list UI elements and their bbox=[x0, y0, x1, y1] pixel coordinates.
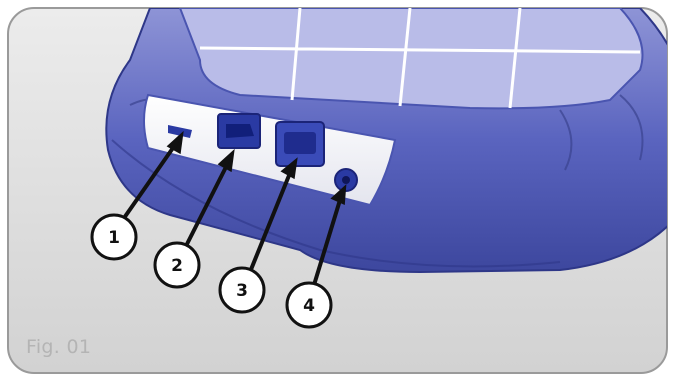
callout-3-number: 3 bbox=[236, 281, 248, 301]
drive-bumper bbox=[105, 8, 667, 274]
callout-1-number: 1 bbox=[108, 228, 120, 248]
power-jack bbox=[334, 168, 358, 192]
mini-usb-port bbox=[168, 125, 192, 138]
figure-label: Fig. 01 bbox=[26, 336, 92, 358]
callout-4: 4 bbox=[285, 281, 333, 329]
callout-2: 2 bbox=[153, 241, 201, 289]
callout-2-number: 2 bbox=[171, 256, 183, 276]
callout-4-number: 4 bbox=[303, 296, 315, 316]
callout-1: 1 bbox=[90, 213, 138, 261]
firewire-400-port bbox=[217, 113, 261, 149]
callout-leaders bbox=[122, 130, 347, 286]
callout-3: 3 bbox=[218, 266, 266, 314]
firewire-800-port bbox=[275, 121, 325, 167]
port-plate bbox=[143, 93, 397, 207]
